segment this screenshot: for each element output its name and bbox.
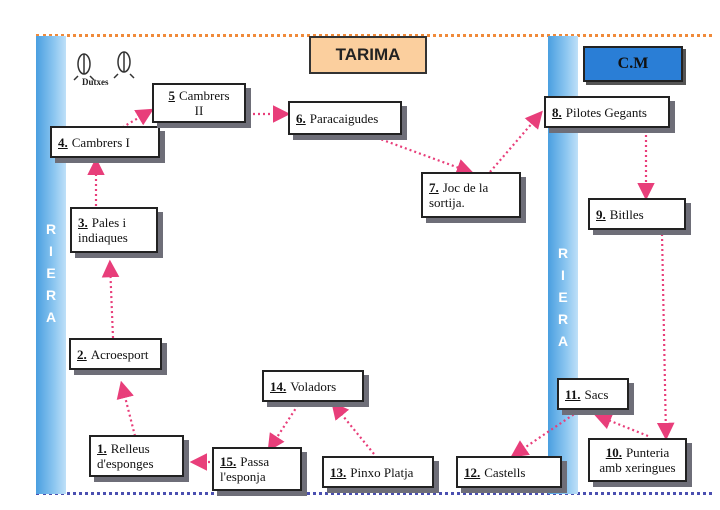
arrow-1-2 <box>116 380 137 437</box>
arrow-2-3 <box>101 259 120 339</box>
arrow-9-10 <box>656 233 675 441</box>
station-7-text: 7.Joc de la sortija. <box>429 180 489 210</box>
riera-label-left: R I E R A <box>36 218 66 328</box>
riera-letter: R <box>557 311 569 327</box>
riera-letter: I <box>49 243 53 259</box>
station-1: 1.Relleus d'esponges <box>89 435 184 477</box>
station-14: 14.Voladors <box>262 370 364 402</box>
riera-letter: A <box>45 309 57 325</box>
station-4: 4.Cambrers I <box>50 126 160 158</box>
station-10-text: 10.Punteria amb xeringues <box>599 445 676 475</box>
bottom-dotted-border <box>36 492 712 495</box>
station-7: 7.Joc de la sortija. <box>421 172 521 218</box>
riera-strip-left: R I E R A <box>36 36 66 494</box>
station-13: 13.Pinxo Platja <box>322 456 434 488</box>
arrow-13-14 <box>331 401 375 455</box>
arrow-11-12 <box>510 405 587 458</box>
station-1-text: 1.Relleus d'esponges <box>97 441 154 471</box>
station-11: 11.Sacs <box>557 378 629 410</box>
station-15-text: 15.Passa l'esponja <box>220 454 270 484</box>
station-6: 6.Paracaigudes <box>288 101 402 135</box>
riera-letter: R <box>557 245 569 261</box>
cm-box: C.M <box>583 46 683 82</box>
arrow-10-11 <box>593 412 649 438</box>
riera-label-right: R I E R A <box>548 242 578 352</box>
riera-letter: R <box>45 221 57 237</box>
station-2: 2.Acroesport <box>69 338 162 370</box>
station-15: 15.Passa l'esponja <box>212 447 302 491</box>
shower-icon <box>73 51 135 81</box>
top-dotted-border <box>36 34 712 37</box>
arrow-14-15 <box>267 404 299 452</box>
station-9: 9.Bitlles <box>588 198 686 230</box>
station-3-text: 3.Pales i indiaques <box>78 215 128 245</box>
arrow-7-8 <box>489 110 543 173</box>
tarima-stage: TARIMA <box>309 36 427 74</box>
station-12: 12.Castells <box>456 456 562 488</box>
arrow-6-7 <box>371 134 475 176</box>
riera-letter: E <box>46 265 56 281</box>
shower-label: Dutxes <box>82 77 109 87</box>
station-10: 10.Punteria amb xeringues <box>588 438 687 482</box>
riera-letter: R <box>45 287 57 303</box>
station-8: 8.Pilotes Gegants <box>544 96 670 128</box>
riera-letter: E <box>558 289 568 305</box>
riera-letter: A <box>557 333 569 349</box>
riera-letter: I <box>561 267 565 283</box>
station-3: 3.Pales i indiaques <box>70 207 158 253</box>
